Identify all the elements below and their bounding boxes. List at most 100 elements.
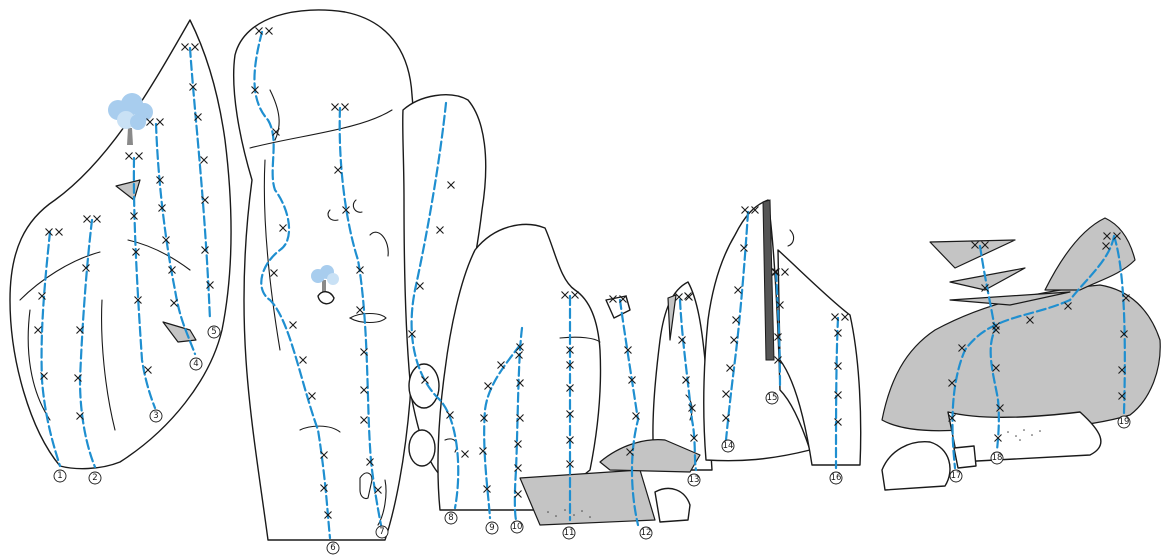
double-x-anchor-icon xyxy=(181,43,199,51)
x-bolt-icon xyxy=(416,282,424,290)
x-bolt-icon xyxy=(360,348,368,356)
route-line-2 xyxy=(78,218,97,469)
rock-f-right xyxy=(777,249,862,466)
boulder-small xyxy=(408,429,436,467)
x-bolt-icon xyxy=(279,224,287,232)
x-bolt-icon xyxy=(730,336,738,344)
x-bolt-icon xyxy=(342,206,350,214)
x-bolt-icon xyxy=(566,384,574,392)
x-bolt-icon xyxy=(421,376,429,384)
route-line-4 xyxy=(154,122,197,356)
rock-formations xyxy=(9,9,1161,541)
x-bolt-icon xyxy=(732,316,740,324)
route-number-label: 2 xyxy=(92,473,97,483)
x-bolt-icon xyxy=(514,490,522,498)
x-bolt-icon xyxy=(1102,242,1110,250)
x-bolt-icon xyxy=(628,376,636,384)
route-lines xyxy=(40,30,1126,540)
x-bolt-icon xyxy=(516,343,524,351)
double-x-anchor-icon xyxy=(125,152,143,160)
route-number-label: 4 xyxy=(193,359,198,369)
double-x-anchor-icon xyxy=(971,241,989,249)
x-bolt-icon xyxy=(1120,330,1128,338)
double-x-anchor-icon xyxy=(741,206,759,214)
x-bolt-icon xyxy=(774,356,782,364)
bolt-markers xyxy=(34,27,1130,519)
route-line-6 xyxy=(253,30,332,540)
route-number-label: 8 xyxy=(448,513,453,523)
route-number-label: 9 xyxy=(489,523,494,533)
x-bolt-icon xyxy=(992,326,1000,334)
x-bolt-icon xyxy=(566,436,574,444)
x-bolt-icon xyxy=(566,460,574,468)
route-number-label: 17 xyxy=(951,471,962,481)
rock-e xyxy=(605,295,631,319)
route-number-marker: 10 xyxy=(510,520,524,534)
x-bolt-icon xyxy=(324,511,332,519)
x-bolt-icon xyxy=(1064,302,1072,310)
x-bolt-icon xyxy=(320,451,328,459)
route-number-label: 11 xyxy=(564,528,575,538)
x-bolt-icon xyxy=(948,414,956,422)
x-bolt-icon xyxy=(40,372,48,380)
x-bolt-icon xyxy=(484,382,492,390)
route-line-12 xyxy=(618,298,640,527)
rock-g xyxy=(881,284,1161,432)
route-number-marker: 12 xyxy=(639,526,653,540)
rock-g-ledge-2 xyxy=(949,267,1026,291)
route-number-label: 12 xyxy=(641,528,652,538)
route-number-label: 5 xyxy=(211,327,216,337)
rock-e-shade-flake xyxy=(667,294,677,341)
route-number-marker: 11 xyxy=(562,526,576,540)
x-bolt-icon xyxy=(447,181,455,189)
x-bolt-icon xyxy=(461,450,469,458)
x-bolt-icon xyxy=(772,268,780,276)
x-bolt-icon xyxy=(834,329,842,337)
rock-g-slab xyxy=(947,411,1102,463)
double-x-anchor-icon xyxy=(675,293,693,301)
route-number-marker: 17 xyxy=(949,469,963,483)
x-bolt-icon xyxy=(515,351,523,359)
x-bolt-icon xyxy=(82,264,90,272)
route-number-marker: 18 xyxy=(990,451,1004,465)
route-number-label: 6 xyxy=(330,543,335,553)
route-number-label: 19 xyxy=(1119,417,1130,427)
double-x-anchor-icon xyxy=(609,295,627,303)
x-bolt-icon xyxy=(1122,294,1130,302)
x-bolt-icon xyxy=(722,390,730,398)
route-line-18 xyxy=(978,244,1000,452)
route-line-17 xyxy=(951,298,1072,470)
x-bolt-icon xyxy=(299,356,307,364)
x-bolt-icon xyxy=(1118,366,1126,374)
double-x-anchor-icon xyxy=(771,268,789,276)
rock-f-dark-seam xyxy=(762,199,775,361)
x-bolt-icon xyxy=(480,414,488,422)
x-bolt-icon xyxy=(514,440,522,448)
x-bolt-icon xyxy=(776,301,784,309)
double-x-anchor-icon xyxy=(1103,232,1121,240)
x-bolt-icon xyxy=(497,361,505,369)
route-number-label: 14 xyxy=(723,441,734,451)
boulder-round xyxy=(408,363,440,409)
x-bolt-icon xyxy=(514,464,522,472)
x-bolt-icon xyxy=(74,374,82,382)
tree-icon xyxy=(311,265,339,305)
x-bolt-icon xyxy=(566,361,574,369)
x-bolt-icon xyxy=(134,296,142,304)
x-bolt-icon xyxy=(408,330,416,338)
route-number-label: 1 xyxy=(57,471,62,481)
route-number-label: 3 xyxy=(153,411,158,421)
x-bolt-icon xyxy=(356,266,364,274)
route-line-10 xyxy=(513,326,524,522)
route-number-label: 10 xyxy=(512,522,523,532)
route-number-label: 18 xyxy=(992,453,1003,463)
x-bolt-icon xyxy=(170,299,178,307)
x-bolt-icon xyxy=(130,212,138,220)
route-number-marker: 15 xyxy=(765,391,779,405)
route-number-marker: 16 xyxy=(829,471,843,485)
x-bolt-icon xyxy=(144,366,152,374)
x-bolt-icon xyxy=(834,418,842,426)
x-bolt-icon xyxy=(206,281,214,289)
route-number-marker: 19 xyxy=(1117,415,1131,429)
